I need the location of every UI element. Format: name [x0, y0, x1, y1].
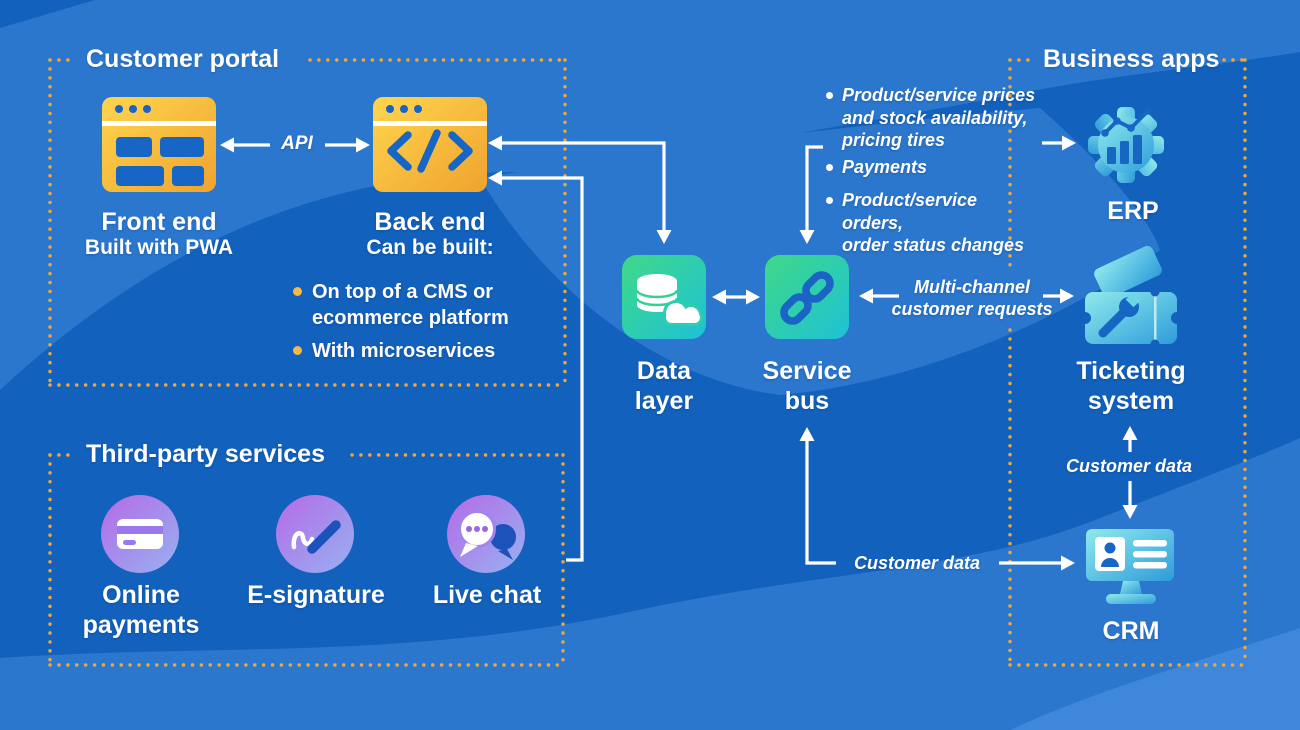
code-window-icon	[373, 97, 487, 192]
service-bus-label: Service bus	[762, 357, 852, 415]
database-cloud-icon	[622, 255, 706, 339]
customer-data-bottom-annotation: Customer data	[853, 553, 981, 573]
arrowheads	[220, 135, 1138, 571]
ticketing-label: Ticketing system	[1076, 357, 1186, 415]
integration-bullet-3: Product/service orders, order status cha…	[826, 189, 1041, 257]
back-end-bullet-1: On top of a CMS or ecommerce platform	[293, 279, 555, 331]
back-end-sublabel: Can be built:	[366, 236, 494, 259]
ticket-wrench-icon	[1079, 245, 1183, 349]
gear-chart-icon	[1088, 107, 1164, 183]
e-signature-label: E-signature	[247, 581, 385, 609]
arrow-backend-datalayer	[502, 141, 666, 230]
bullet-dot-icon	[826, 197, 833, 204]
front-end-label: Front end	[101, 208, 217, 236]
arrow-customerdata-to-servicebus	[805, 441, 836, 565]
monitor-contact-icon	[1086, 529, 1174, 604]
crm-label: CRM	[1102, 617, 1160, 645]
integration-bullet-1: Product/service prices and stock availab…	[826, 84, 1041, 152]
chat-bubbles-icon	[447, 495, 525, 573]
third-party-title: Third-party services	[86, 440, 325, 468]
online-payments-label: Online payments	[82, 581, 200, 639]
signature-pen-icon	[276, 495, 354, 573]
arrow-bullets-to-servicebus	[805, 145, 823, 230]
api-label: API	[281, 133, 313, 154]
bullet-dot-icon	[293, 346, 302, 355]
credit-card-icon	[101, 495, 179, 573]
bullet-dot-icon	[293, 287, 302, 296]
browser-window-icon	[102, 97, 216, 192]
integration-bullet-2: Payments	[826, 156, 1041, 179]
connectors	[234, 141, 1132, 565]
arrow-thirdparty-to-backend	[502, 176, 584, 562]
bullet-dot-icon	[826, 92, 833, 99]
data-layer-label: Data layer	[634, 357, 694, 415]
back-end-bullet-2: With microservices	[293, 338, 555, 364]
group-borders	[48, 58, 1247, 667]
front-end-sublabel: Built with PWA	[84, 236, 234, 259]
customer-data-vertical-annotation: Customer data	[1065, 456, 1193, 476]
erp-label: ERP	[1107, 197, 1159, 225]
business-apps-title: Business apps	[1043, 45, 1220, 73]
customer-portal-title: Customer portal	[86, 45, 280, 73]
multi-channel-annotation: Multi-channel customer requests	[891, 277, 1053, 319]
live-chat-label: Live chat	[432, 581, 542, 609]
back-end-label: Back end	[374, 208, 486, 236]
bullet-dot-icon	[826, 164, 833, 171]
chain-link-icon	[765, 255, 849, 339]
